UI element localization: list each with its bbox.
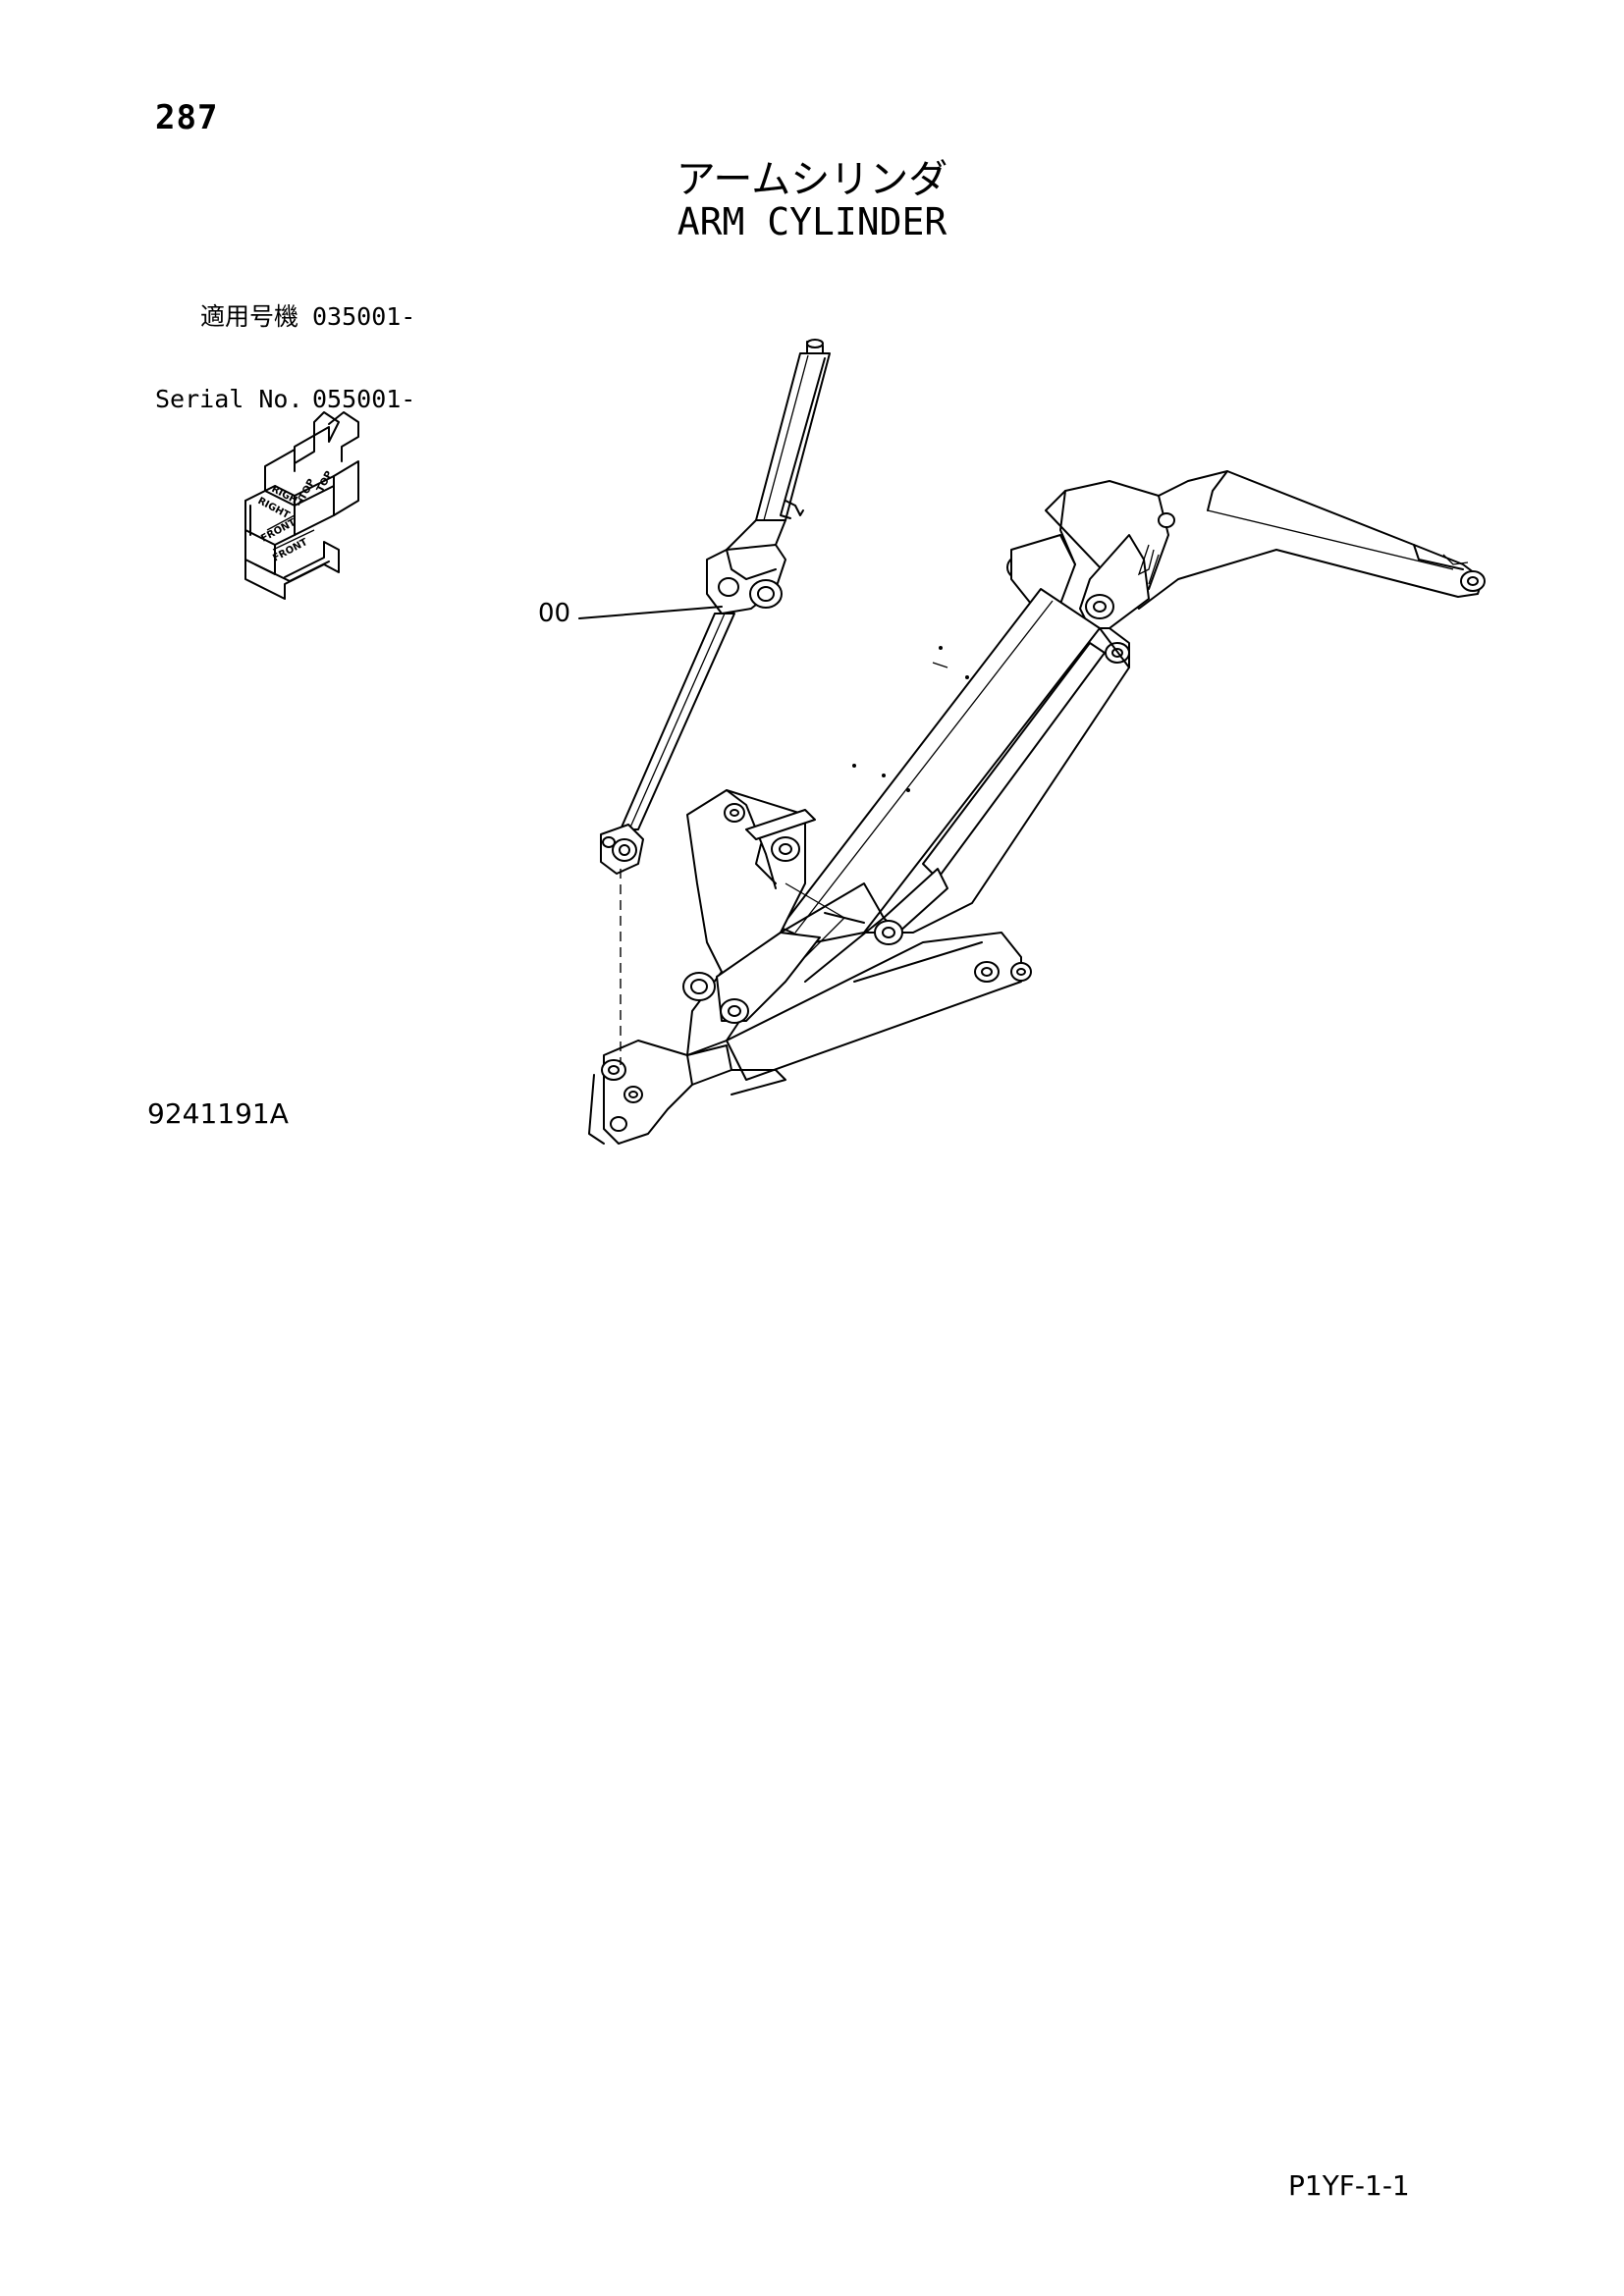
serial-label: 適用号機 [199,302,298,331]
serial-value: 055001- [312,385,416,413]
page-title-english: ARM CYLINDER [677,200,947,243]
orientation-arrows-icon: TOP TOP RIGHT RIGHT FRONT FRONT [244,411,359,600]
serial-value: 035001- [312,302,416,331]
drawing-number: 9241191A [147,1097,289,1130]
page-title-japanese: アームシリンダ [676,157,948,202]
boom-arm-assembly [588,470,1486,1145]
page-code: P1YF-1-1 [1288,2169,1410,2202]
serial-label: Serial No. [155,385,303,413]
serial-row-serial-number: Serial No. 055001- [155,386,415,413]
orientation-label-top: TOP [315,469,335,494]
page-number: 287 [155,98,219,137]
callout-leader-line [578,606,723,619]
serial-applicability: 適用号機 035001- Serial No. 055001- [155,248,415,441]
arm-cylinder-part [600,339,831,1065]
serial-row-applicable-machine: 適用号機 035001- [155,303,415,331]
callout-label-arm-cylinder: 00 [538,599,571,628]
